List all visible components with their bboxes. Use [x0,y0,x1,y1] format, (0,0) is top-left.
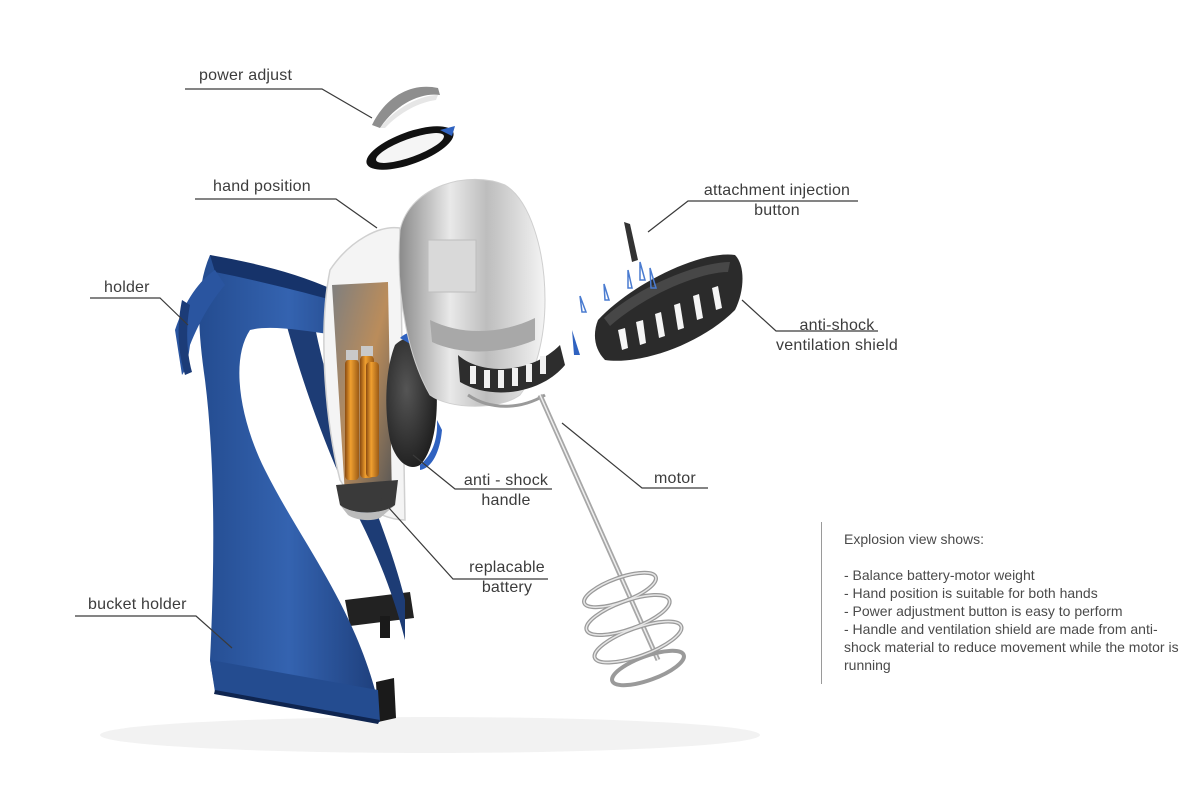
notes-title: Explosion view shows: [844,531,985,547]
notes-item: - Handle and ventilation shield are made… [844,621,1179,673]
label-attachment-injection-line1: attachment injection [703,182,851,199]
notes-item: - Power adjustment button is easy to per… [844,603,1123,619]
label-anti-shock-handle-line2: handle [481,492,531,509]
attachment-injection-button-part [624,222,638,262]
leader-lines [75,88,878,649]
ventilation-shield-part [579,254,743,361]
leader-anti-shock-handle [412,454,552,490]
label-anti-shock-ventilation-shield: anti-shock ventilation shield [766,316,908,356]
leader-replacable-battery [379,497,548,580]
battery-cell [366,362,379,477]
label-replacable-battery: replacable battery [458,558,556,598]
notes-item: - Balance battery-motor weight [844,567,1035,583]
label-replacable-battery-line2: battery [481,579,533,596]
leader-hand-position [195,198,378,229]
leader-bucket-holder [75,615,233,649]
label-anti-shock-handle: anti - shock handle [456,471,556,511]
leader-motor [561,422,708,489]
label-hand-position: hand position [213,178,311,195]
whisk-attachment-part [537,393,686,688]
label-motor: motor [654,470,696,487]
explosion-view-notes: Explosion view shows: - Balance battery-… [821,522,1181,684]
label-attachment-injection-line2: button [754,202,800,219]
leader-power-adjust [185,88,373,119]
leader-holder [90,297,189,326]
power-adjust-part [366,86,455,170]
label-attachment-injection-button: attachment injection button [694,181,860,221]
ground-shadow [100,717,760,753]
label-anti-shock-handle-line1: anti - shock [463,472,549,489]
label-bucket-holder: bucket holder [88,596,187,613]
battery-cell [345,360,359,480]
label-replacable-battery-line1: replacable [469,559,545,576]
label-power-adjust: power adjust [199,67,293,84]
leader-attachment-injection [647,200,858,233]
notes-list: - Balance battery-motor weight - Hand po… [844,566,1181,674]
label-anti-shock-shield-line1: anti-shock [799,317,875,334]
label-holder: holder [104,279,150,296]
leader-anti-shock-shield [741,299,878,332]
handle-body-part [323,226,406,521]
notes-item: - Hand position is suitable for both han… [844,585,1098,601]
motor-part [398,178,580,408]
label-anti-shock-shield-line2: ventilation shield [776,337,898,354]
